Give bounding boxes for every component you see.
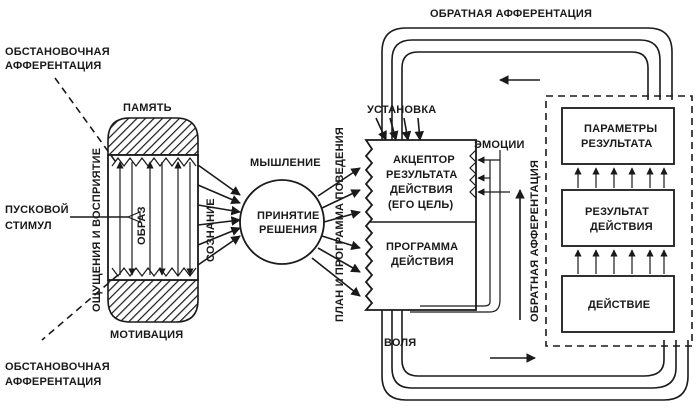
acceptor-label-3: ДЕЙСТВИЯ [390, 183, 453, 196]
acceptor-program-block [364, 139, 477, 311]
will-label: ВОЛЯ [384, 337, 416, 349]
arrows-to-decision [197, 164, 241, 266]
right-up-arrows [574, 167, 668, 274]
action-result-box [561, 189, 675, 247]
motivation-hatched-cap [107, 279, 199, 323]
acceptor-label-1: АКЦЕПТОР [393, 154, 455, 166]
memory-label: ПАМЯТЬ [123, 102, 172, 114]
decision-label-2: РЕШЕНИЯ [259, 224, 317, 236]
top-feedback-label: ОБРАТНАЯ АФФЕРЕНТАЦИЯ [430, 8, 592, 20]
emotions-arrows [410, 150, 510, 313]
emotions-label: ЭМОЦИИ [474, 139, 525, 151]
perception-label: ОЩУЩЕНИЯ И ВОСПРИЯТИЕ [91, 148, 103, 312]
setting-label: УСТАНОВКА [367, 104, 436, 116]
situational-top-label-2: АФФЕРЕНТАЦИЯ [5, 60, 101, 72]
program-label-2: ДЕЙСТВИЯ [391, 255, 454, 268]
bottom-loop [381, 310, 689, 401]
memory-motivation-block [107, 117, 199, 323]
situational-line-bottom [41, 274, 119, 341]
memory-hatched-cap [107, 117, 199, 156]
acceptor-label-4: (ЕГО ЦЕЛЬ) [388, 199, 453, 211]
result-params-box [561, 107, 675, 165]
decision-label-1: ПРИНЯТИЕ [257, 210, 320, 222]
situational-top-label-1: ОБСТАНОВОЧНАЯ [5, 46, 110, 58]
feedback-dashed-box [545, 95, 693, 347]
situational-bottom-label-2: АФФЕРЕНТАЦИЯ [5, 376, 101, 388]
action-label: ДЕЙСТВИЕ [588, 298, 650, 311]
params-label-1: ПАРАМЕТРЫ [584, 123, 657, 135]
thinking-label: МЫШЛЕНИЕ [250, 157, 321, 169]
result-label-1: РЕЗУЛЬТАТ [585, 206, 649, 218]
result-label-2: ДЕЙСТВИЯ [590, 220, 653, 233]
consciousness-label: СОЗНАНИЕ [205, 198, 217, 262]
image-label: ОБРАЗ [136, 206, 148, 245]
motivation-label: МОТИВАЦИЯ [110, 329, 183, 341]
side-feedback-label: ОБРАТНАЯ АФФЕРЕНТАЦИЯ [529, 160, 541, 322]
params-label-2: РЕЗУЛЬТАТА [581, 138, 652, 150]
decision-circle [239, 179, 325, 265]
arrows-from-decision [311, 167, 361, 297]
program-label-1: ПРОГРАММА [386, 241, 458, 253]
top-feedback-loop [381, 27, 673, 140]
situational-line-top [54, 77, 119, 166]
action-box [561, 275, 675, 333]
acceptor-label-2: РЕЗУЛЬТАТА [386, 169, 457, 181]
setting-arrows [375, 117, 424, 141]
plan-label: ПЛАН И ПРОГРАММА ПОВЕДЕНИЯ [334, 127, 346, 322]
situational-bottom-label-1: ОБСТАНОВОЧНАЯ [5, 361, 110, 373]
trigger-label-2: СТИМУЛ [5, 220, 52, 232]
trigger-label-1: ПУСКОВОЙ [5, 203, 69, 216]
